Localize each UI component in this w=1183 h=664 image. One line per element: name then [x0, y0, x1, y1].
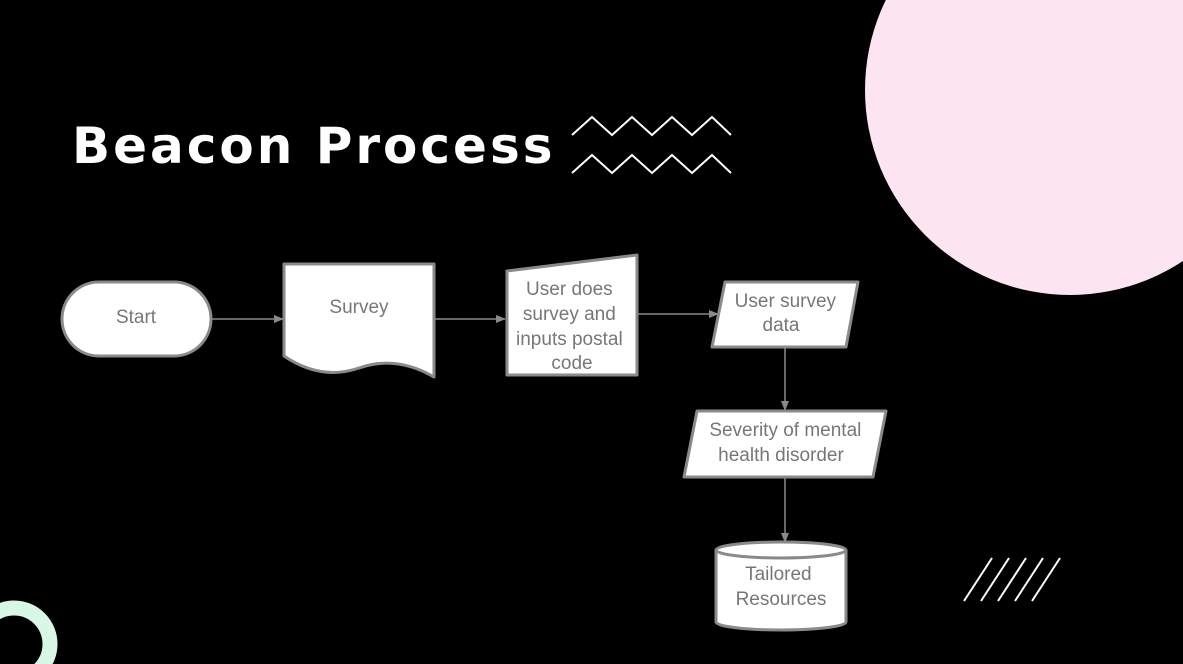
node-tailored-resources-line-2: Resources [736, 589, 827, 610]
node-tailored-resources: Tailored Resources [714, 540, 848, 632]
node-start-label: Start [116, 307, 157, 328]
slide-title: Beacon Process [72, 117, 556, 175]
node-tailored-resources-line-1: Tailored [745, 564, 812, 585]
svg-text:Tailored Resources: Tailored Resources [736, 564, 827, 610]
node-user-does-survey: User does survey and inputs postal code [505, 253, 639, 377]
pink-circle-decoration [865, 0, 1183, 295]
svg-text:User survey data: User survey data [735, 291, 842, 336]
svg-text:Severity of mental healt: Severity of mental health disorder [709, 420, 866, 466]
node-user-survey-data-line-1: User survey [735, 291, 837, 312]
svg-text:Survey: Survey [329, 297, 389, 318]
node-survey-label: Survey [329, 297, 389, 318]
svg-text:User does survey and: User does survey and inputs postal code [516, 279, 628, 374]
node-severity-line-1: Severity of mental [709, 420, 861, 441]
node-user-does-survey-line-4: code [551, 353, 592, 374]
node-user-survey-data: User survey data [710, 280, 860, 349]
zigzag-decoration-top [571, 115, 732, 137]
zigzag-decoration-bottom [571, 153, 732, 175]
node-survey: Survey [282, 262, 436, 379]
node-severity-line-2: health disorder [718, 445, 844, 466]
svg-text:Start: Start [116, 307, 157, 328]
node-start: Start [60, 280, 213, 358]
node-severity: Severity of mental health disorder [682, 409, 888, 479]
diagonal-lines-decoration [963, 557, 1061, 602]
node-user-does-survey-line-2: survey and [523, 304, 616, 325]
mint-ring-decoration [0, 600, 58, 664]
node-user-survey-data-line-2: data [763, 315, 800, 336]
node-user-does-survey-line-3: inputs postal [516, 329, 623, 350]
node-user-does-survey-line-1: User does [526, 279, 613, 300]
